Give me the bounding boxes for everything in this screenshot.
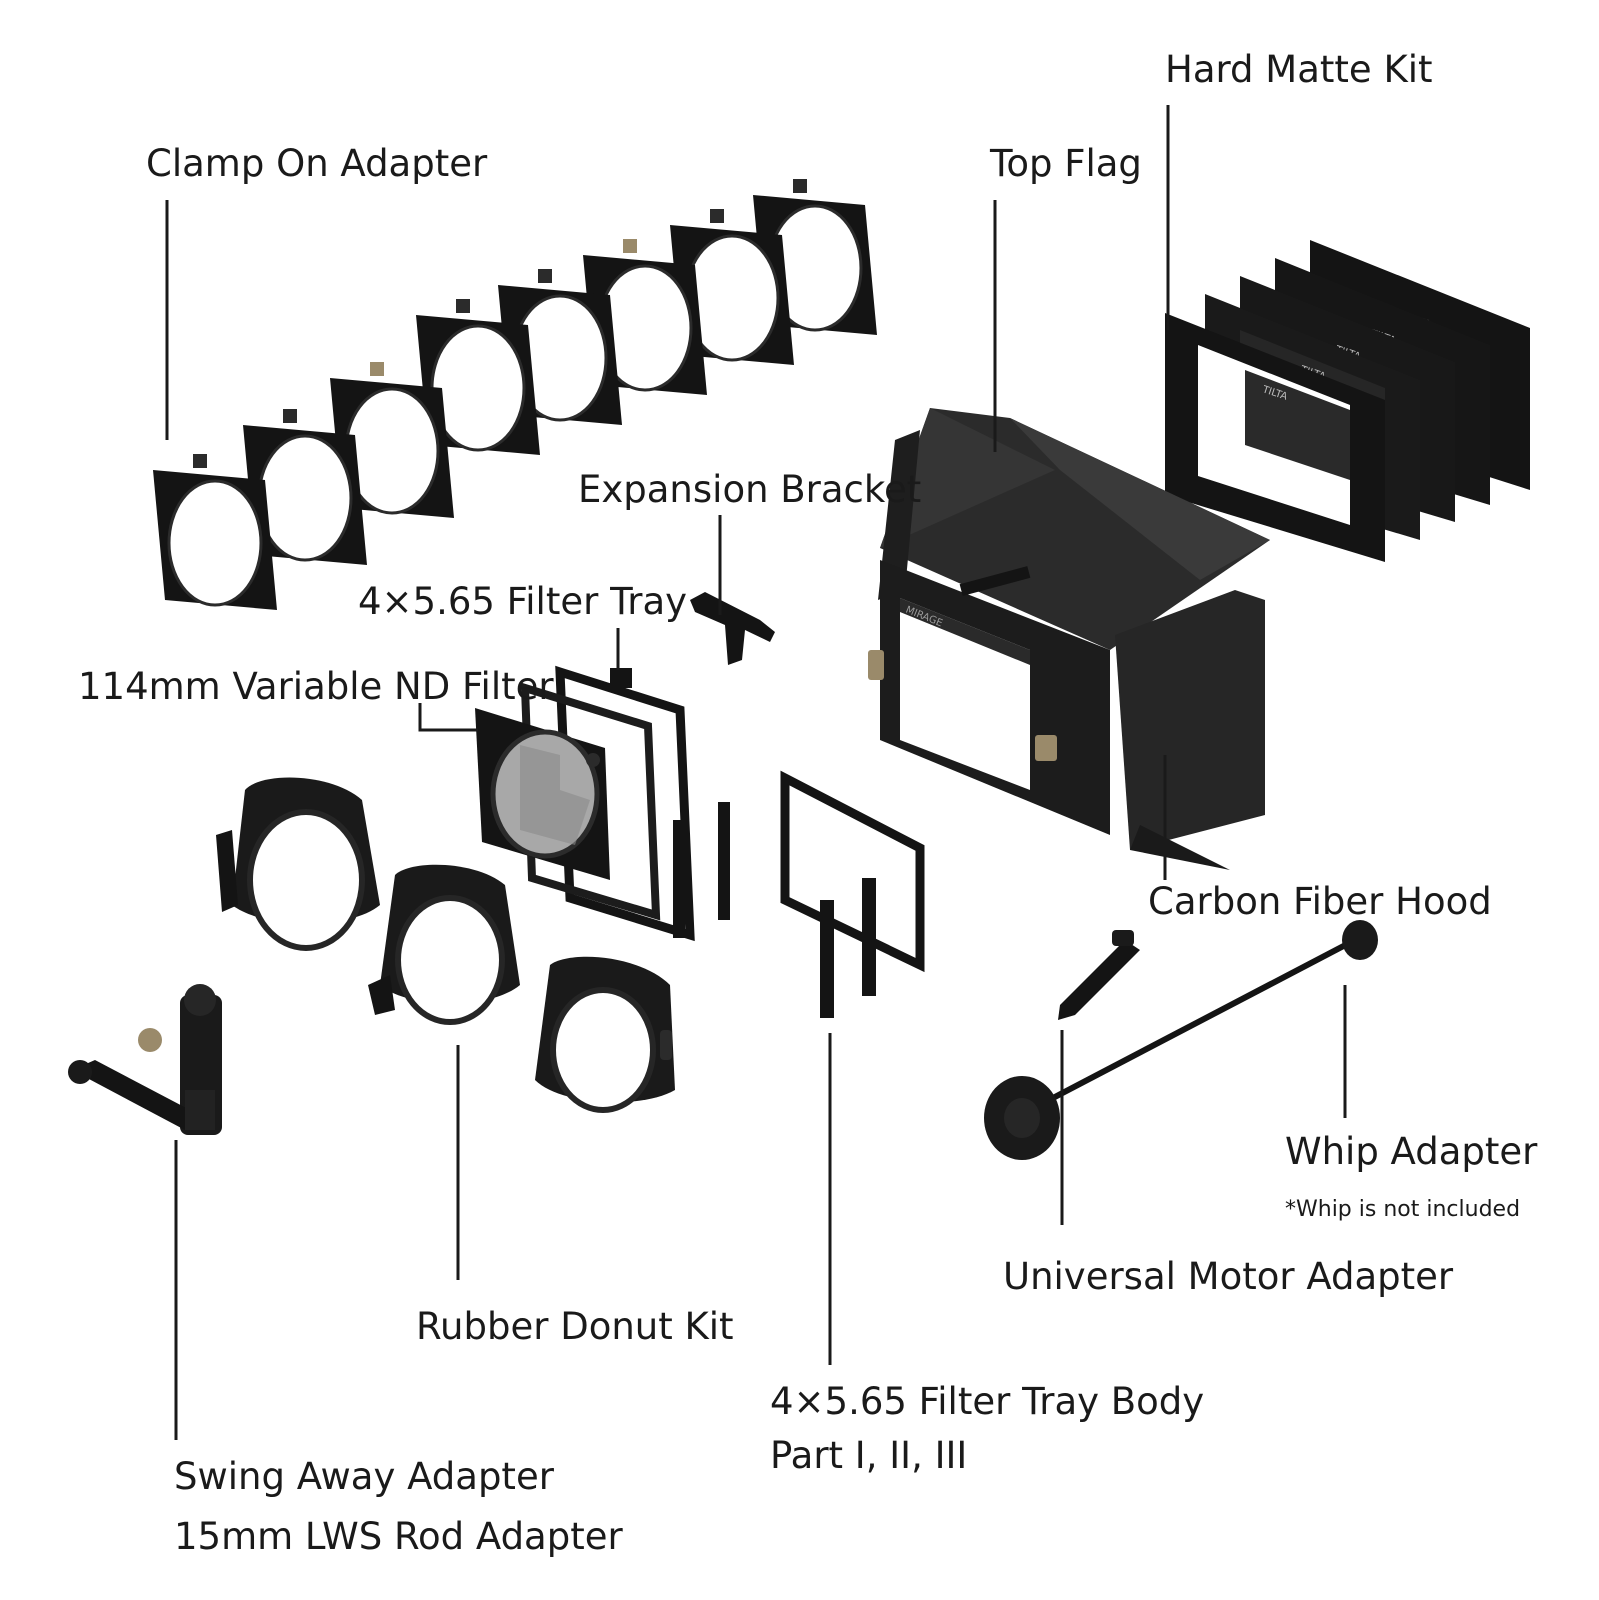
label-whip-adapter: Whip Adapter — [1285, 1130, 1538, 1173]
label-whip-note: *Whip is not included — [1285, 1197, 1521, 1222]
hard-matte-kit-plates: TILTA TILTA TILTA TILTA TILTA — [1165, 240, 1530, 562]
label-rubber-donut-kit: Rubber Donut Kit — [416, 1305, 734, 1348]
label-universal-motor-adapter: Universal Motor Adapter — [1003, 1255, 1454, 1298]
whip-adapter — [984, 920, 1378, 1160]
matte-box-hood: MIRAGE — [868, 408, 1270, 870]
label-tray-body-line1: 4×5.65 Filter Tray Body — [770, 1380, 1205, 1423]
label-hard-matte-kit: Hard Matte Kit — [1165, 48, 1433, 91]
variable-nd-filter — [475, 708, 610, 880]
label-top-flag: Top Flag — [990, 142, 1142, 185]
rubber-donut-icon — [216, 777, 380, 951]
clamp-adapter-ring-icon — [670, 209, 794, 365]
clamp-on-adapter-rings — [153, 179, 877, 610]
label-filter-tray: 4×5.65 Filter Tray — [358, 580, 688, 623]
rubber-donut-icon — [368, 864, 520, 1025]
universal-motor-adapter — [1058, 930, 1140, 1020]
label-expansion-bracket: Expansion Bracket — [578, 468, 922, 511]
label-clamp-on-adapter: Clamp On Adapter — [146, 142, 488, 185]
label-swing-away-line2: 15mm LWS Rod Adapter — [174, 1515, 623, 1558]
rubber-donut-icon — [535, 956, 675, 1113]
clamp-adapter-ring-icon — [330, 362, 454, 518]
label-swing-away-line1: Swing Away Adapter — [174, 1455, 554, 1498]
label-tray-body-line2: Part I, II, III — [770, 1434, 968, 1477]
rubber-donut-kit — [216, 777, 675, 1113]
label-carbon-fiber-hood: Carbon Fiber Hood — [1148, 880, 1492, 923]
label-variable-nd-filter: 114mm Variable ND Filter — [78, 665, 554, 708]
swing-away-adapter — [68, 984, 222, 1135]
leader-lines — [165, 105, 1347, 1440]
leader-line-variable-nd — [418, 703, 478, 732]
clamp-adapter-ring-icon — [153, 454, 277, 610]
expansion-bracket — [690, 592, 775, 665]
filter-tray-body-parts — [673, 770, 925, 1018]
hard-matte-plate-icon: TILTA — [1165, 313, 1385, 562]
clamp-adapter-ring-icon — [243, 409, 367, 565]
